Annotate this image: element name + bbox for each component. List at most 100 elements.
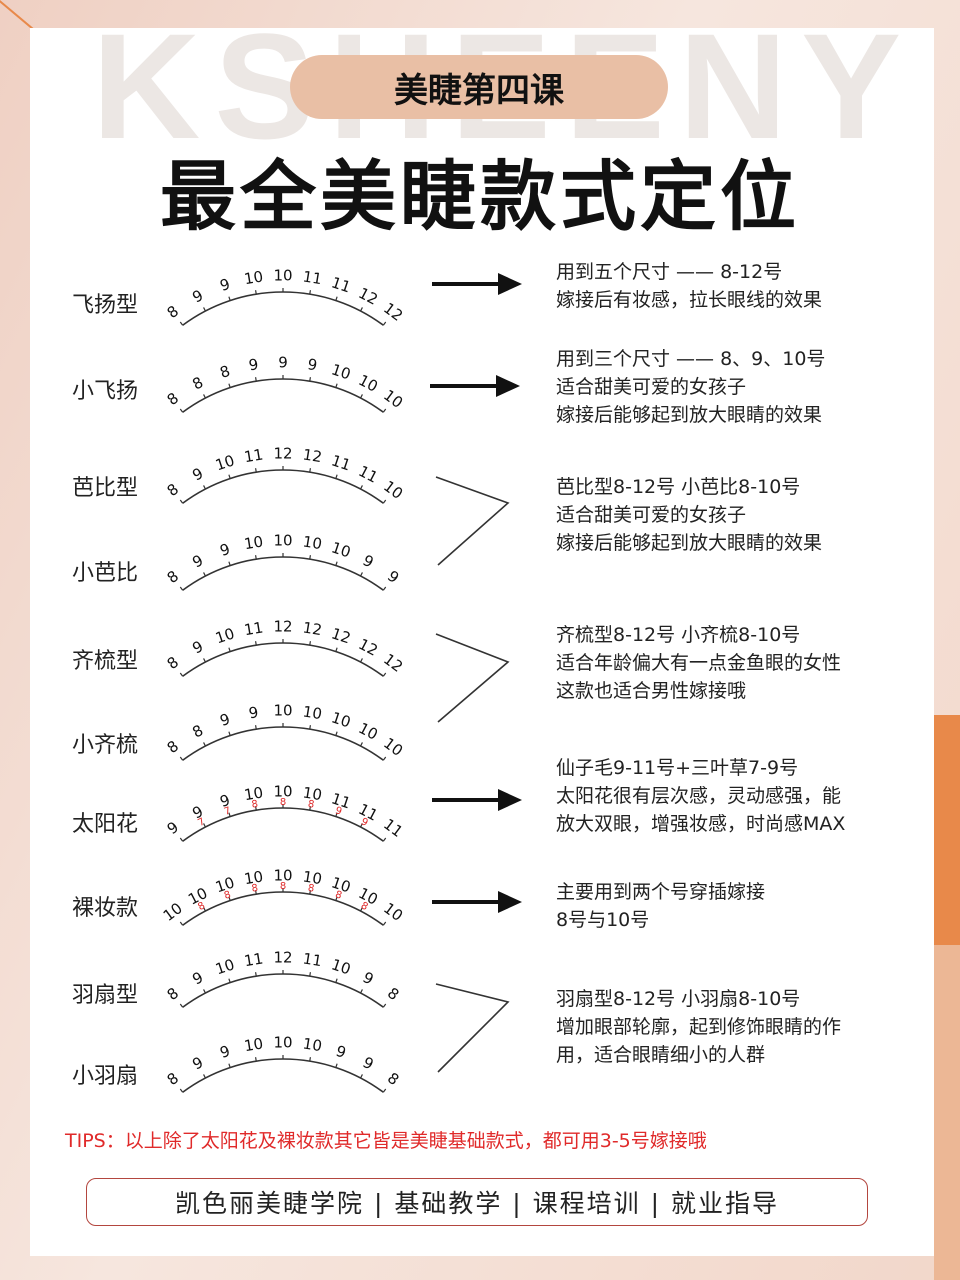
lash-size-label: 9 xyxy=(218,275,233,295)
lash-tick xyxy=(255,806,257,811)
desc-line: 芭比型8-12号 小芭比8-10号 xyxy=(556,476,801,498)
style-name-fan: 羽扇型 xyxy=(72,983,139,1008)
lash-size-label: 10 xyxy=(302,702,324,723)
lash-size-label: 9 xyxy=(189,286,206,306)
lash-size-label-red: 8 xyxy=(359,900,370,913)
style-name-barbie: 芭比型 xyxy=(72,476,139,501)
lash-tick xyxy=(309,641,311,646)
lash-size-label: 12 xyxy=(302,618,324,639)
style-name-natural: 裸妆款 xyxy=(72,896,139,921)
lash-size-label-red: 8 xyxy=(251,883,259,895)
lash-tick xyxy=(255,1057,257,1062)
desc-feiyang: 用到五个尺寸 —— 8-12号 嫁接后有妆感，拉长眼线的效果 xyxy=(556,258,822,314)
lash-tick xyxy=(203,1074,206,1079)
lash-size-label: 9 xyxy=(218,540,233,560)
lash-size-label: 8 xyxy=(189,721,206,741)
lash-size-label: 12 xyxy=(273,618,292,636)
lash-size-label: 10 xyxy=(356,371,381,396)
lash-tick xyxy=(335,896,338,901)
lash-size-label: 10 xyxy=(329,360,353,383)
style-name-feiyang: 飞扬型 xyxy=(72,293,139,318)
lash-size-label: 9 xyxy=(189,464,206,484)
lash-size-label-red: 8 xyxy=(223,889,233,901)
lash-size-label: 9 xyxy=(189,1053,206,1073)
lash-size-label: 9 xyxy=(218,1042,233,1062)
lash-tick xyxy=(360,485,363,490)
lash-size-label: 10 xyxy=(302,867,324,888)
lash-tick xyxy=(309,555,311,560)
lash-tick xyxy=(360,1074,363,1079)
lash-size-label-red: 9 xyxy=(359,816,370,829)
lash-tick xyxy=(382,1088,387,1093)
lash-tick xyxy=(179,921,184,926)
lash-size-label-red: 8 xyxy=(251,799,259,811)
lash-size-label: 10 xyxy=(273,783,292,801)
lash-tick xyxy=(179,321,184,326)
lash-size-label: 9 xyxy=(247,703,259,722)
lash-size-label: 12 xyxy=(356,284,381,309)
arrow-right-icon xyxy=(432,273,522,295)
lash-tick xyxy=(360,989,363,994)
style-name-small-feiyang: 小飞扬 xyxy=(72,379,139,404)
lash-size-label: 12 xyxy=(356,635,381,660)
lash-size-label: 10 xyxy=(243,1034,265,1055)
lash-size-label: 9 xyxy=(189,637,206,657)
lash-tick xyxy=(255,290,257,295)
lash-tick xyxy=(179,837,184,842)
lash-tick xyxy=(203,742,206,747)
lash-tick xyxy=(255,972,257,977)
desc-line: 增加眼部轮廓，起到修饰眼睛的作 xyxy=(556,1016,842,1038)
lash-size-label: 10 xyxy=(213,624,237,647)
lash-tick xyxy=(309,890,311,895)
lash-size-label: 10 xyxy=(302,783,324,804)
lash-tick xyxy=(309,725,311,730)
lash-tick xyxy=(203,307,206,312)
lash-size-label: 10 xyxy=(213,451,237,474)
lash-tick xyxy=(309,972,311,977)
lash-size-label: 12 xyxy=(273,949,292,967)
lash-size-label: 10 xyxy=(329,873,353,896)
lash-size-label: 9 xyxy=(189,968,206,988)
lash-size-label: 10 xyxy=(302,1034,324,1055)
bracket-connector-icon xyxy=(435,983,510,1073)
lash-size-label: 10 xyxy=(273,532,292,550)
lash-size-label: 10 xyxy=(243,867,265,888)
lash-size-label: 10 xyxy=(213,955,237,978)
lash-tick xyxy=(335,731,338,736)
lash-tick xyxy=(335,296,338,301)
lash-size-label-red: 8 xyxy=(196,900,207,913)
lash-tick xyxy=(228,812,231,817)
lash-size-label: 9 xyxy=(360,968,377,988)
desc-small-feiyang: 用到三个尺寸 —— 8、9、10号 适合甜美可爱的女孩子 嫁接后能够起到放大眼睛… xyxy=(556,345,825,429)
desc-line: 适合甜美可爱的女孩子 xyxy=(556,376,747,398)
lash-size-label: 9 xyxy=(306,355,318,374)
desc-line: 嫁接后能够起到放大眼睛的效果 xyxy=(556,404,823,426)
lash-size-label: 10 xyxy=(329,955,353,978)
lash-size-label: 10 xyxy=(302,532,324,553)
lash-size-label: 10 xyxy=(273,267,292,285)
lash-tick xyxy=(203,907,206,912)
style-name-small-fan: 小羽扇 xyxy=(72,1064,139,1089)
lash-tick xyxy=(179,499,184,504)
lash-size-label-red: 9 xyxy=(334,805,344,817)
lash-tick xyxy=(360,307,363,312)
lash-size-label: 10 xyxy=(329,538,353,561)
lash-tick xyxy=(335,561,338,566)
lash-size-label: 12 xyxy=(273,445,292,463)
lash-size-label: 9 xyxy=(247,355,259,374)
lash-tick xyxy=(179,408,184,413)
lash-size-label: 10 xyxy=(243,783,265,804)
bg-orange-block xyxy=(934,715,960,945)
lash-tick xyxy=(179,586,184,591)
lash-tick xyxy=(179,1003,184,1008)
lash-size-label-red: 8 xyxy=(280,797,286,808)
lash-size-label: 11 xyxy=(243,618,265,639)
desc-line: 羽扇型8-12号 小羽扇8-10号 xyxy=(556,988,801,1010)
lash-tick xyxy=(309,806,311,811)
lash-tick xyxy=(382,586,387,591)
